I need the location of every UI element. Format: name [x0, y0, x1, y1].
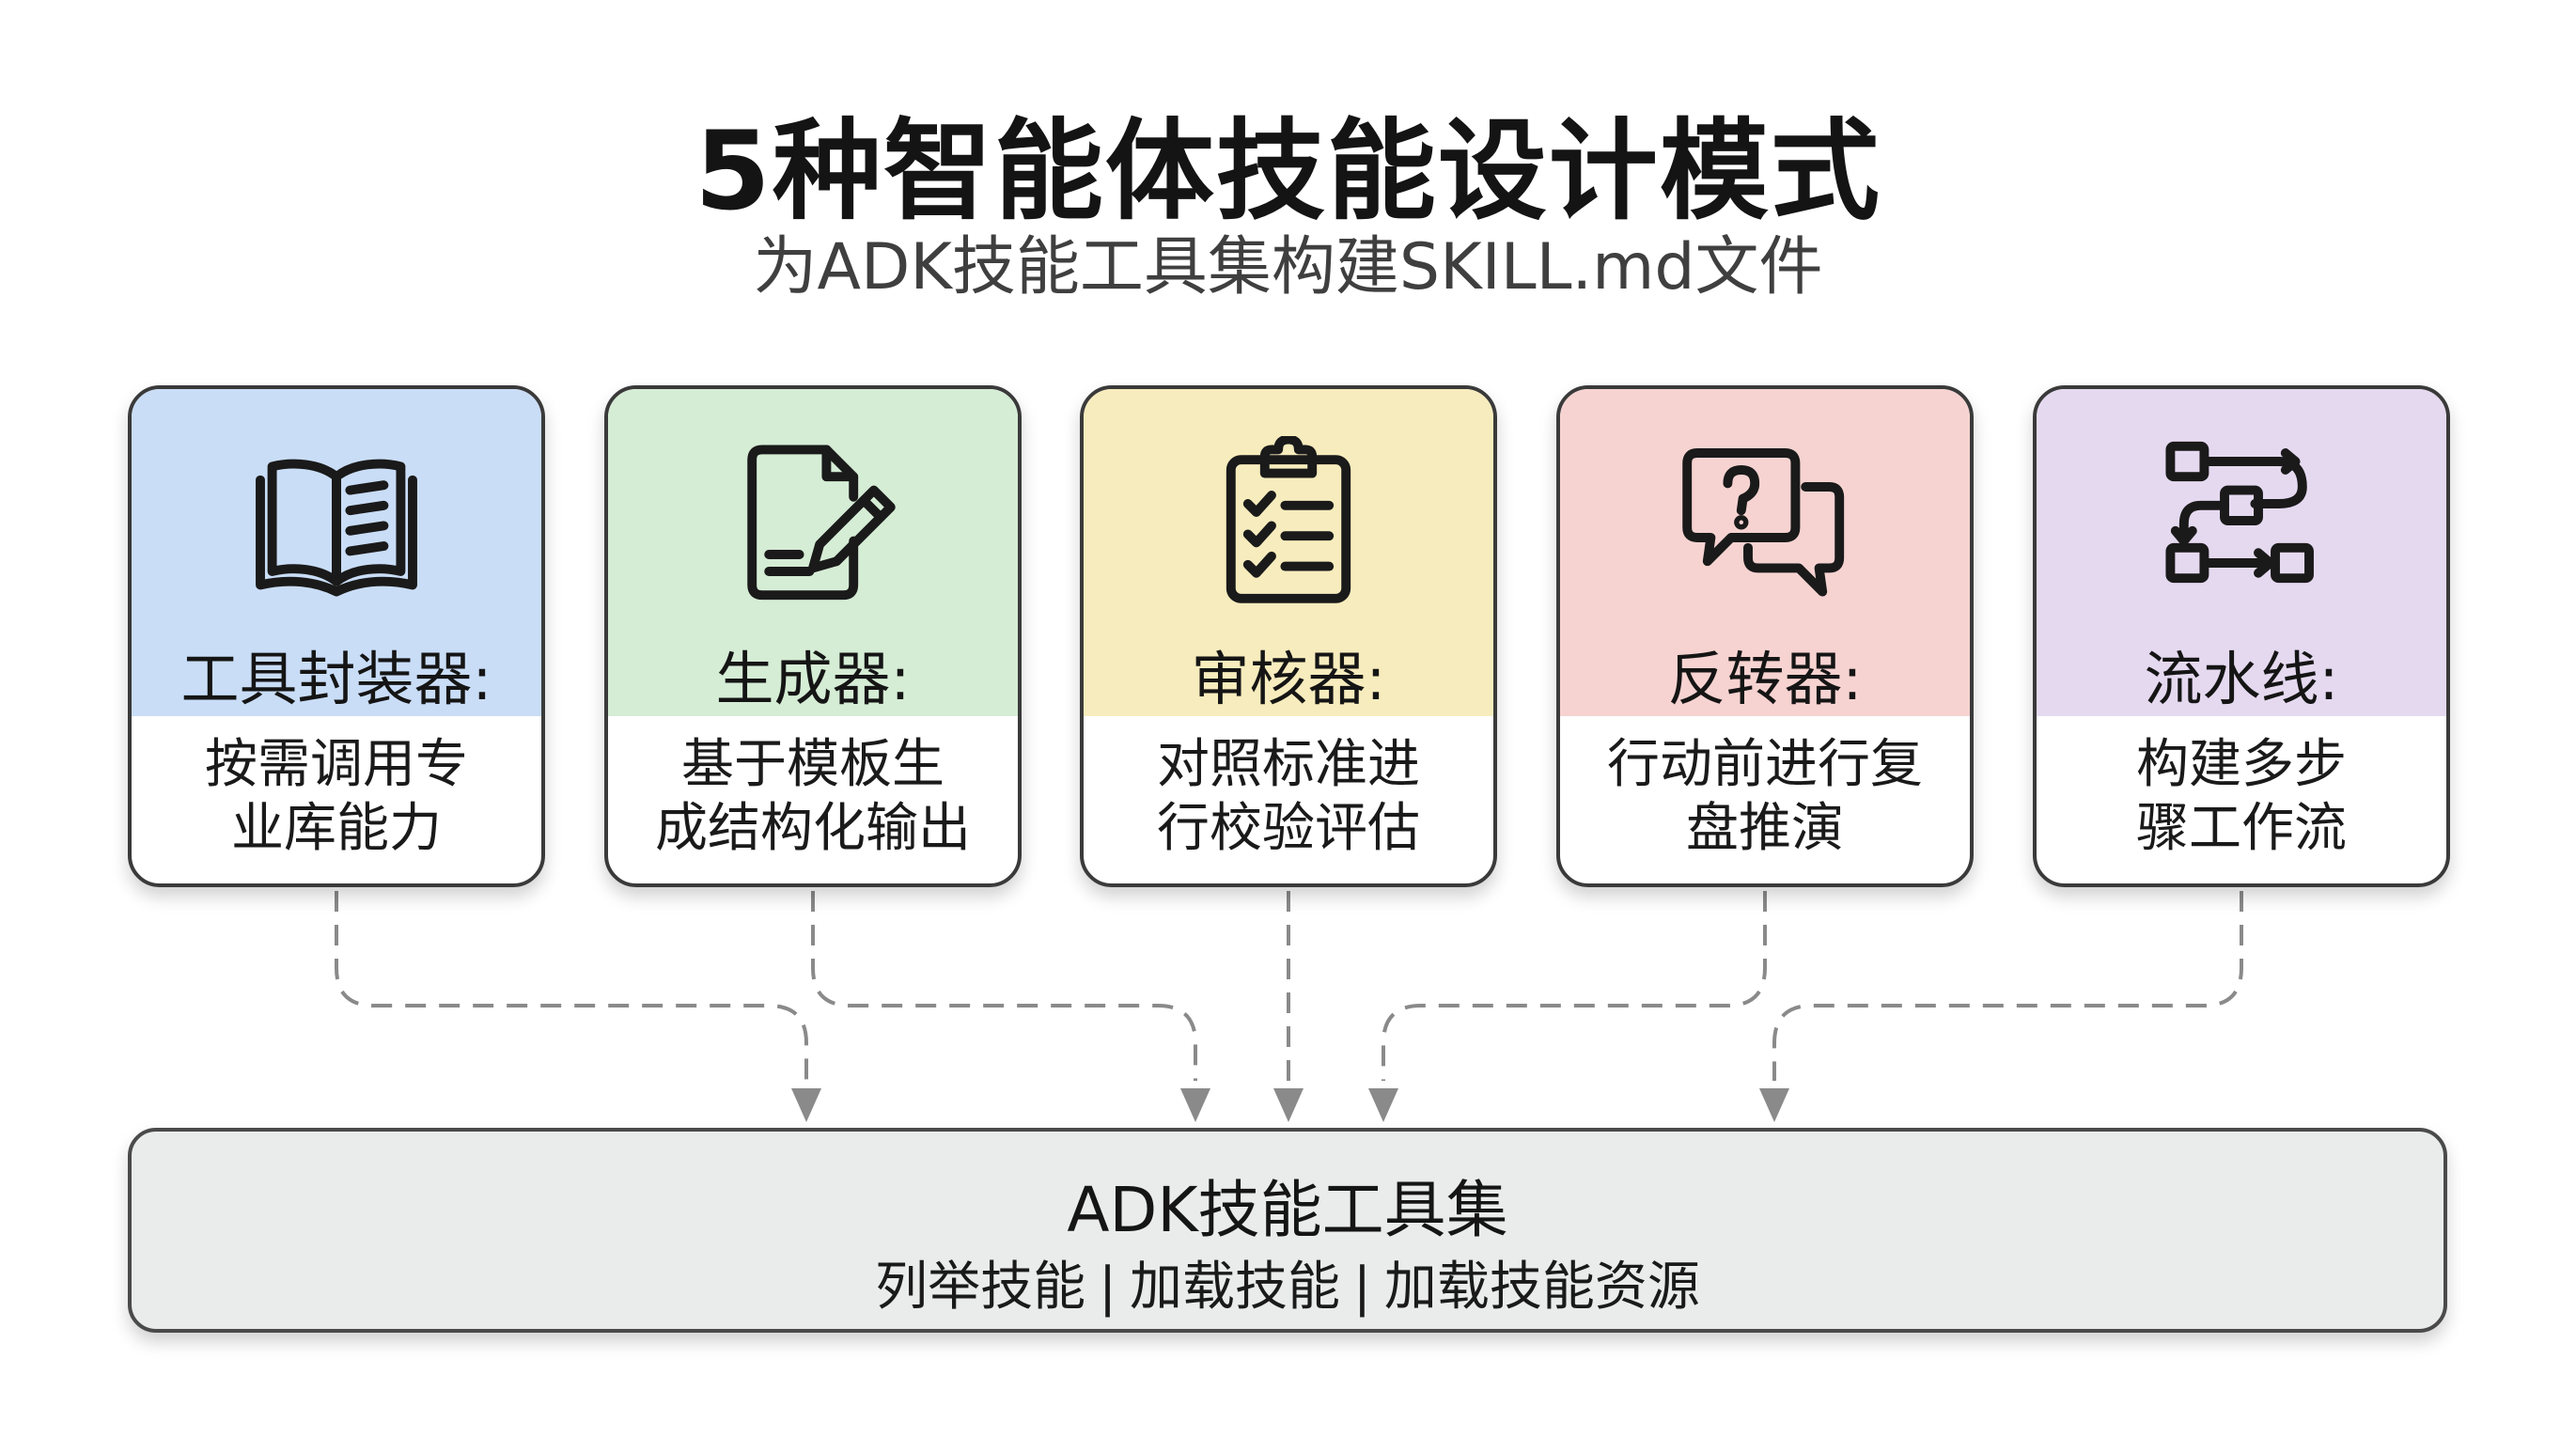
card-description-line: 成结构化输出: [655, 798, 971, 859]
card-description: 按需调用专 业库能力: [132, 733, 541, 861]
pattern-card-tool-wrapper: 工具封装器: 按需调用专 业库能力: [128, 385, 545, 887]
pattern-card-inverter: 反转器: 行动前进行复 盘推演: [1556, 385, 1974, 887]
card-title: 工具封装器:: [180, 645, 492, 713]
toolkit-action: 加载技能资源: [1383, 1257, 1700, 1318]
clipboard-checklist-icon: [1226, 436, 1351, 603]
question-chat-icon: [1682, 448, 1845, 597]
connector-pipeline: [1772, 891, 2243, 1081]
pattern-card-generator: 生成器: 基于模板生 成结构化输出: [604, 385, 1022, 887]
card-description: 行动前进行复 盘推演: [1560, 733, 1970, 861]
card-description: 基于模板生 成结构化输出: [608, 733, 1018, 861]
separator: |: [1099, 1257, 1116, 1318]
pattern-card-reviewer: 审核器: 对照标准进 行校验评估: [1080, 385, 1497, 887]
card-title: 审核器:: [1191, 645, 1386, 713]
page-title: 5种智能体技能设计模式: [695, 108, 1881, 235]
toolkit-action: 加载技能: [1130, 1257, 1340, 1318]
card-title: 生成器:: [715, 645, 911, 713]
open-book-icon: [256, 459, 417, 597]
card-description: 对照标准进 行校验评估: [1084, 733, 1493, 861]
arrowhead-4: [1368, 1088, 1398, 1122]
toolkit-action: 列举技能: [875, 1257, 1086, 1318]
toolkit-actions: 列举技能|加载技能|加载技能资源: [132, 1244, 2443, 1320]
page-subtitle: 为ADK技能工具集构建SKILL.md文件: [753, 230, 1823, 305]
connector-tool-wrapper: [335, 891, 808, 1081]
card-description-line: 行校验评估: [1157, 798, 1420, 859]
arrowhead-1: [791, 1088, 821, 1122]
card-description-line: 行动前进行复: [1607, 734, 1923, 795]
card-description-line: 按需调用专: [205, 734, 468, 795]
card-header: [2037, 389, 2446, 716]
card-title: 流水线:: [2144, 645, 2339, 713]
connector-generator: [811, 891, 1197, 1081]
pattern-card-pipeline: 流水线: 构建多步 骤工作流: [2033, 385, 2450, 887]
card-description-line: 基于模板生: [681, 734, 945, 795]
card-title: 反转器:: [1667, 645, 1863, 713]
card-description-line: 业库能力: [231, 798, 442, 859]
connector-inverter: [1382, 891, 1767, 1081]
document-pencil-icon: [747, 445, 896, 601]
card-description: 构建多步 骤工作流: [2037, 733, 2446, 861]
arrowhead-5: [1759, 1088, 1789, 1122]
toolkit-title: ADK技能工具集: [1067, 1174, 1508, 1246]
card-description-line: 对照标准进: [1157, 734, 1420, 795]
arrowhead-2: [1180, 1088, 1210, 1122]
separator: |: [1353, 1257, 1371, 1318]
card-header: [1560, 389, 1970, 716]
card-description-line: 盘推演: [1686, 798, 1844, 859]
workflow-icon: [2165, 441, 2314, 584]
card-description-line: 构建多步: [2136, 734, 2347, 795]
arrowhead-3: [1273, 1088, 1304, 1122]
adk-toolkit-box: ADK技能工具集 列举技能|加载技能|加载技能资源: [128, 1128, 2447, 1333]
card-description-line: 骤工作流: [2136, 798, 2347, 859]
